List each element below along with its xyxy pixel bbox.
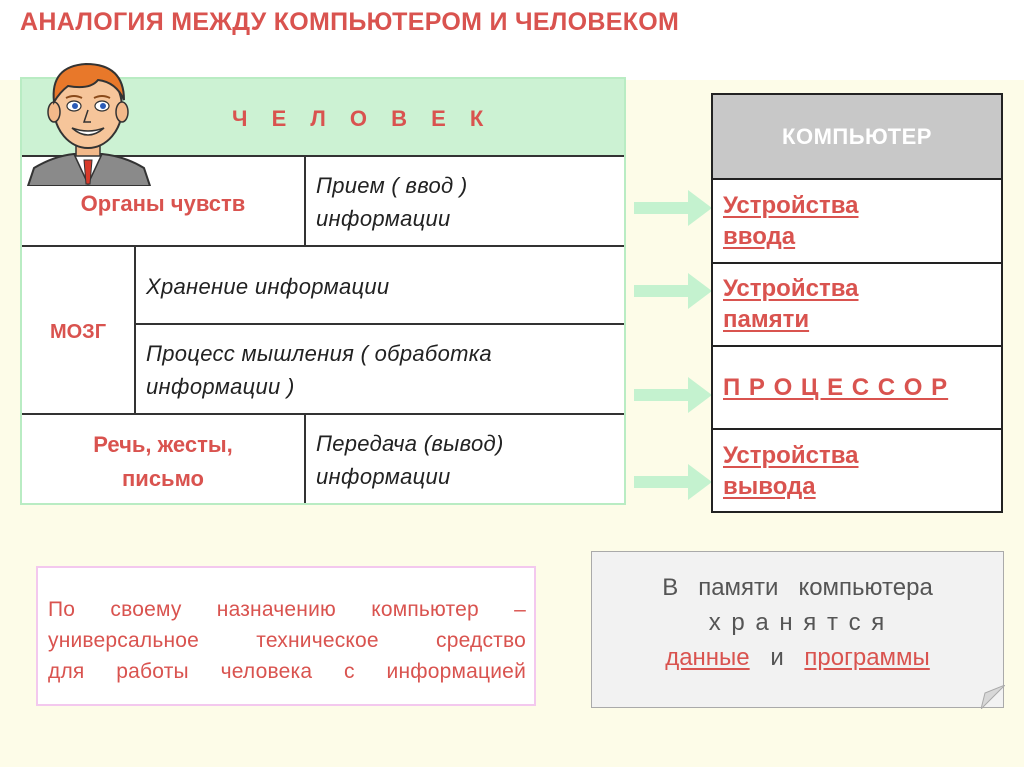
computer-item-output: Устройства вывода [713, 430, 1001, 511]
memory-note-line3: данные и программы [592, 644, 1003, 672]
organ-speech-line1: Речь, жесты, [93, 432, 233, 457]
col-divider [134, 245, 136, 413]
definition-line1: По своему назначению компьютер – [48, 598, 526, 621]
and-word: и [770, 644, 784, 671]
function-input-line1: Прием ( ввод ) [316, 173, 468, 198]
function-processing-line2: информации ) [146, 374, 295, 399]
function-output-line1: Передача (вывод) [316, 431, 504, 456]
page-fold-icon [981, 685, 1005, 709]
human-header-label: Ч Е Л О В Е К [232, 106, 493, 131]
definition-box: По своему назначению компьютер – универс… [36, 566, 536, 706]
row-divider [22, 413, 624, 415]
col-divider [304, 413, 306, 503]
top-band [0, 0, 1024, 80]
memory-note-line2: х р а н я т с я [708, 609, 887, 636]
definition-line3: для работы человека с информацией [48, 660, 526, 683]
organ-speech: Речь, жесты, письмо [22, 428, 304, 496]
memory-devices-line2: памяти [723, 306, 810, 333]
function-input-line2: информации [316, 206, 451, 231]
function-processing-line1: Процесс мышления ( обработка [146, 341, 492, 366]
function-output-line2: информации [316, 464, 451, 489]
arrow-right-icon [634, 377, 712, 413]
function-storage: Хранение информации [146, 270, 389, 303]
data-link[interactable]: данные [665, 644, 750, 671]
organ-speech-line2: письмо [122, 466, 204, 491]
programs-link[interactable]: программы [804, 644, 930, 671]
organ-brain: МОЗГ [49, 321, 107, 343]
arrow-right-icon [634, 464, 712, 500]
computer-item-input: Устройства ввода [713, 180, 1001, 264]
function-output: Передача (вывод) информации [316, 427, 504, 493]
col-divider [304, 155, 306, 245]
computer-item-processor: П Р О Ц Е С С О Р [713, 347, 1001, 430]
computer-header-label: КОМПЬЮТЕР [782, 124, 932, 149]
row-divider [134, 323, 624, 325]
function-input: Прием ( ввод ) информации [316, 169, 468, 235]
processor-link[interactable]: П Р О Ц Е С С О Р [723, 372, 948, 403]
organ-senses: Органы чувств [80, 191, 246, 216]
row-divider [22, 245, 624, 247]
output-devices-line1: Устройства [723, 442, 859, 469]
arrow-right-icon [634, 273, 712, 309]
row-divider [22, 155, 624, 157]
memory-note-box: В памяти компьютера х р а н я т с я данн… [591, 551, 1004, 708]
memory-devices-line1: Устройства [723, 275, 859, 302]
memory-devices-link[interactable]: Устройства памяти [723, 273, 858, 335]
arrow-right-icon [634, 190, 712, 226]
processor-line1: П Р О Ц Е С С О Р [723, 374, 949, 401]
input-devices-line1: Устройства [723, 192, 859, 219]
output-devices-link[interactable]: Устройства вывода [723, 440, 858, 502]
input-devices-line2: ввода [723, 223, 796, 250]
computer-table: КОМПЬЮТЕР Устройства ввода Устройства па… [711, 93, 1003, 513]
input-devices-link[interactable]: Устройства ввода [723, 190, 858, 252]
human-table: Ч Е Л О В Е К Органы чувств Прием ( ввод… [20, 77, 626, 505]
page-title: АНАЛОГИЯ МЕЖДУ КОМПЬЮТЕРОМ И ЧЕЛОВЕКОМ [20, 8, 680, 36]
definition-text: По своему назначению компьютер – универс… [48, 594, 526, 687]
output-devices-line2: вывода [723, 473, 816, 500]
definition-line2: универсальное техническое средство [48, 629, 526, 652]
function-storage-line1: Хранение информации [146, 274, 390, 299]
computer-item-memory: Устройства памяти [713, 264, 1001, 347]
memory-note-line1: В памяти компьютера [662, 574, 933, 601]
man-portrait-icon [26, 62, 152, 186]
computer-header: КОМПЬЮТЕР [713, 95, 1001, 180]
function-processing: Процесс мышления ( обработка информации … [146, 337, 492, 403]
